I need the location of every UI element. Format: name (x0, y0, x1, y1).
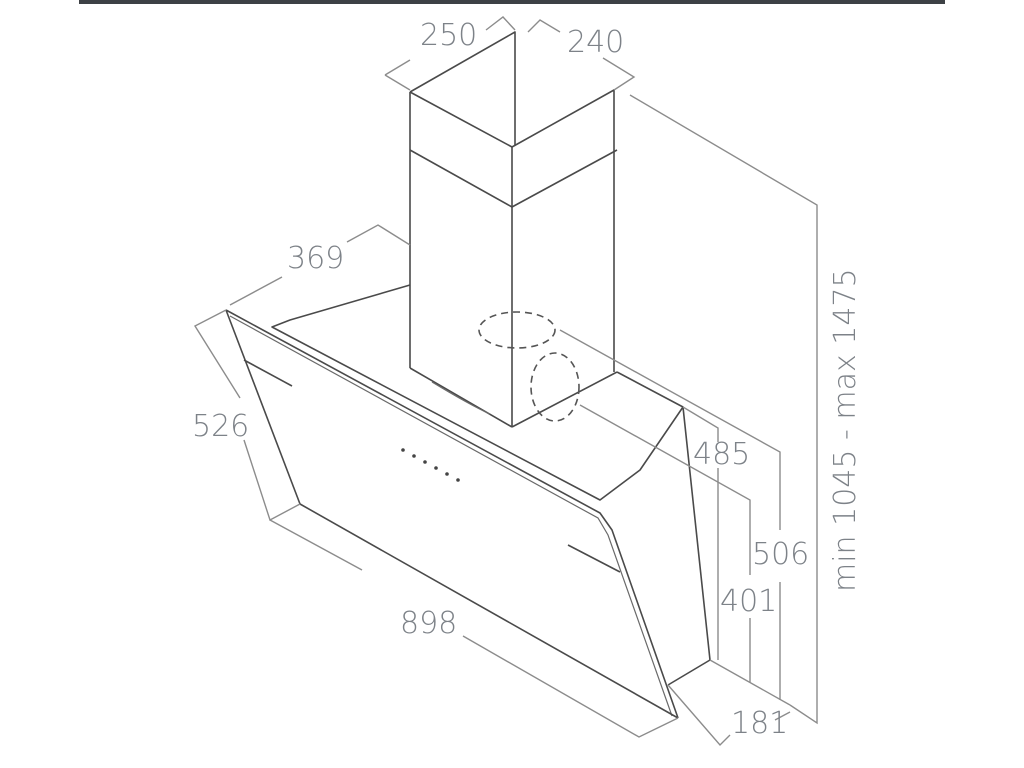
label-height-506: 506 (752, 537, 809, 572)
hood-body (225, 284, 711, 719)
label-chimney-depth: 240 (567, 25, 624, 60)
label-total-height: min 1045 - max 1475 (828, 268, 863, 592)
dimension-labels: 250 240 369 526 898 485 506 401 181 min … (192, 18, 863, 741)
label-chimney-width: 250 (420, 18, 477, 53)
label-glass-height: 526 (192, 409, 249, 444)
label-bottom-depth: 181 (731, 706, 788, 741)
chimney (409, 31, 618, 428)
control-buttons (401, 448, 460, 482)
duct-outlets (478, 311, 580, 422)
label-height-485: 485 (693, 437, 750, 472)
label-hood-width: 898 (400, 606, 457, 641)
dimension-lines (194, 16, 818, 747)
top-bar (79, 0, 945, 4)
label-height-401: 401 (720, 584, 777, 619)
label-hood-depth-top: 369 (287, 241, 344, 276)
